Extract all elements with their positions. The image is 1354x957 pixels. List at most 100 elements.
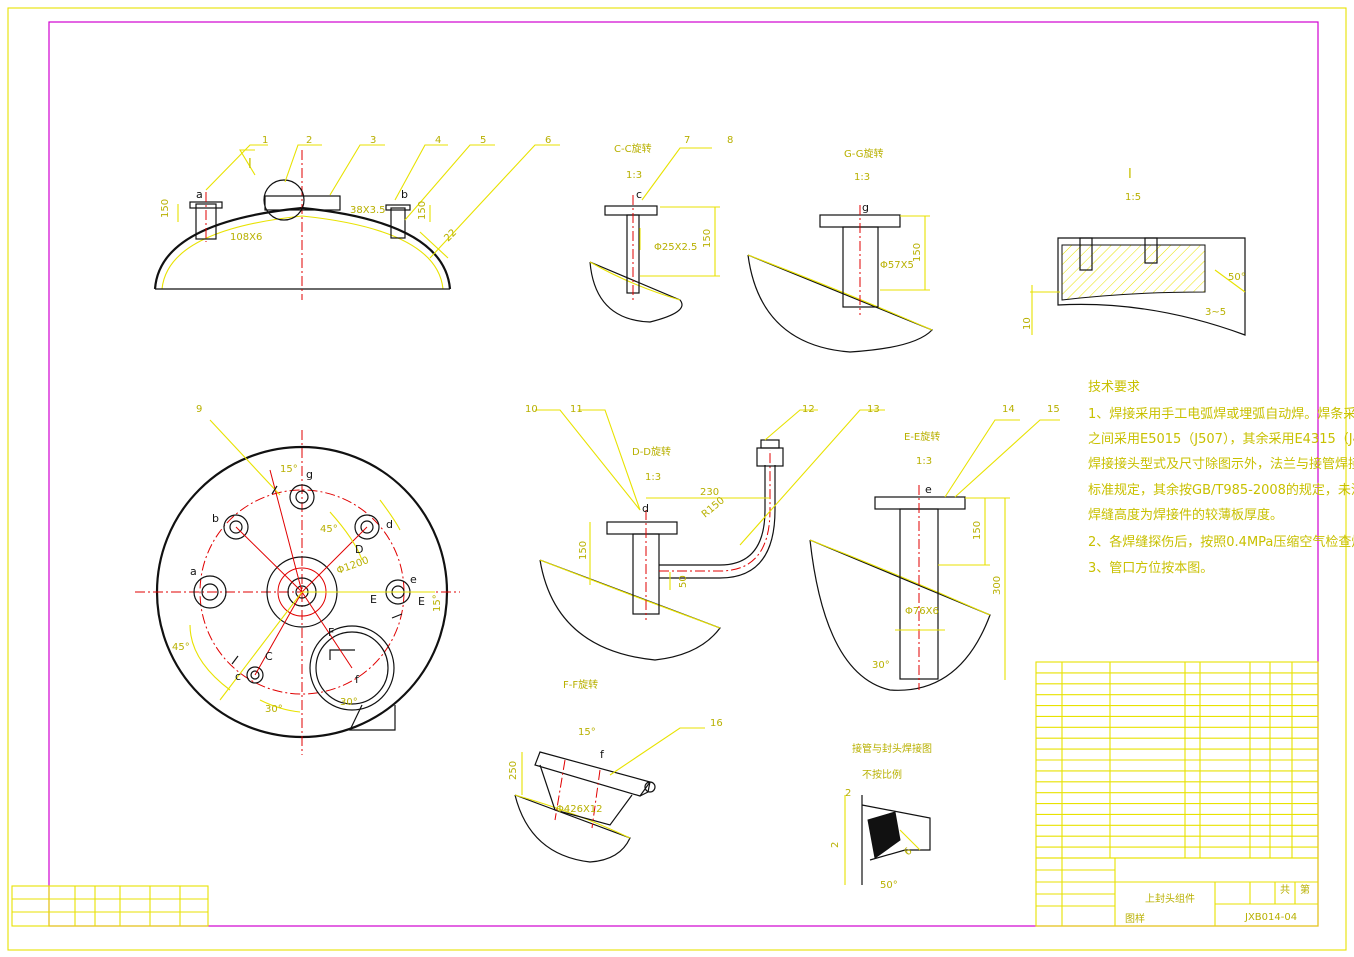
tech-requirements: 技术要求 1、焊接采用手工电弧焊或埋弧自动焊。焊条采用：Q345R 之间采用E5… xyxy=(1088,380,1354,576)
leader-11: 11 xyxy=(570,404,583,415)
ee-scale: 1:3 xyxy=(916,456,932,467)
cc-dim: 150 xyxy=(702,229,713,248)
dd-dim-50: 50 xyxy=(678,575,689,588)
cc-letter: c xyxy=(636,188,642,201)
nozzle-b xyxy=(223,514,249,540)
detail-mark-i: I xyxy=(248,157,252,172)
plan-sec-e: E xyxy=(370,593,377,606)
nozzle-a xyxy=(193,575,227,609)
cc-dia: Φ25X2.5 xyxy=(654,242,697,253)
detail-i xyxy=(1030,237,1246,336)
tech-line-7: 3、管口方位按本图。 xyxy=(1088,560,1213,576)
ff-title: F-F旋转 xyxy=(563,678,598,691)
leader-3: 3 xyxy=(370,135,376,146)
plan-letter-e: e xyxy=(410,573,417,586)
tech-line-4: 标准规定，其余按GB/T985-2008的规定，未注明的角 xyxy=(1088,482,1354,498)
gg-dim: 150 xyxy=(912,243,923,262)
leader-13: 13 xyxy=(867,404,880,415)
detail-i-angle: 50° xyxy=(1228,272,1246,283)
plan-letter-a: a xyxy=(190,565,197,578)
gg-letter: g xyxy=(862,201,869,214)
plan-sec-f: F xyxy=(328,626,334,639)
weld-detail xyxy=(844,795,931,885)
plan-ang-30b: 30° xyxy=(340,697,358,708)
ee-letter: e xyxy=(925,483,932,496)
plan-sec-c: C xyxy=(265,650,273,663)
ee-dia: Φ76X6 xyxy=(905,606,939,617)
company-label: 图样 xyxy=(1125,912,1145,925)
leader-5: 5 xyxy=(480,135,486,146)
cc-scale: 1:3 xyxy=(626,170,642,181)
ee-title: E-E旋转 xyxy=(904,430,940,443)
outer-frame xyxy=(7,7,1347,951)
section-dd xyxy=(535,409,885,661)
leader-8: 8 xyxy=(727,135,733,146)
nozzle-c xyxy=(246,666,264,684)
leader-2: 2 xyxy=(306,135,312,146)
weld-angle: 50° xyxy=(880,880,898,891)
weld-dim-2b: 2 xyxy=(830,842,841,848)
dd-title: D-D旋转 xyxy=(632,445,671,458)
weight-label: 共 xyxy=(1280,884,1290,896)
weld-dim-2a: 2 xyxy=(845,788,851,799)
tech-title: 技术要求 xyxy=(1088,380,1140,395)
dim-150-b: 150 xyxy=(417,201,428,220)
leader-4: 4 xyxy=(435,135,441,146)
dd-dim-230: 230 xyxy=(700,487,719,498)
sheet-label: 第 xyxy=(1300,883,1310,896)
plan-dia-1200: Φ1200 xyxy=(335,555,370,577)
dd-dim-150: 150 xyxy=(578,541,589,560)
section-ff xyxy=(514,727,705,863)
ff-dia: Φ426X12 xyxy=(556,804,603,815)
main-elevation-view xyxy=(153,144,560,300)
plan-ang-45b: 45° xyxy=(172,642,190,653)
dd-scale: 1:3 xyxy=(645,472,661,483)
ff-angle: 15° xyxy=(578,727,596,738)
dd-letter: d xyxy=(642,502,649,515)
dim-150-a: 150 xyxy=(160,199,171,218)
plan-ang-45a: 45° xyxy=(320,524,338,535)
section-gg xyxy=(747,205,934,353)
section-cc xyxy=(589,147,720,323)
tech-line-3: 焊接接头型式及尺寸除图示外，法兰与接管焊接接头的型 xyxy=(1088,456,1354,472)
revision-block xyxy=(11,885,209,927)
leader-15: 15 xyxy=(1047,404,1060,415)
leader-1: 1 xyxy=(262,135,268,146)
ff-letter: f xyxy=(600,748,605,761)
section-ee xyxy=(809,419,1060,691)
drawing-name: 上封头组件 xyxy=(1145,892,1195,905)
leader-9: 9 xyxy=(196,404,202,415)
plan-letter-g: g xyxy=(306,468,313,481)
plan-letter-f: f xyxy=(355,673,360,686)
plan-ang-15a: 15° xyxy=(280,464,298,475)
gg-title: G-G旋转 xyxy=(844,147,883,160)
weld-subtitle: 不按比例 xyxy=(862,768,902,781)
detail-i-scale: 1:5 xyxy=(1125,192,1141,203)
inner-border xyxy=(48,21,1319,927)
ee-dim-300: 300 xyxy=(992,576,1003,595)
leader-14: 14 xyxy=(1002,404,1015,415)
parts-list-table xyxy=(1035,661,1319,859)
weld-title: 接管与封头焊接图 xyxy=(852,742,932,755)
tech-line-6: 2、各焊缝探伤后，按照0.4MPa压缩空气检查焊缝质量。 xyxy=(1088,534,1354,550)
plan-letter-c: c xyxy=(235,670,241,683)
tech-line-2: 之间采用E5015（J507），其余采用E4315（J427）。 xyxy=(1088,431,1354,447)
tech-line-5: 焊缝高度为焊接件的较薄板厚度。 xyxy=(1088,507,1283,523)
plan-sec-d: D xyxy=(355,543,363,556)
dim-38x35: 38X3.5 xyxy=(350,205,385,216)
drawing-number: JXB014-04 xyxy=(1244,912,1297,923)
plan-sec-e2: E xyxy=(418,595,425,608)
nozzle-g xyxy=(289,484,315,510)
title-block: 上封头组件 JXB014-04 共 第 图样 xyxy=(1035,857,1319,927)
leader-12: 12 xyxy=(802,404,815,415)
dim-108x6: 108X6 xyxy=(230,232,262,243)
cc-title: C-C旋转 xyxy=(614,142,652,155)
detail-i-dim-small: 3~5 xyxy=(1205,307,1226,318)
main-letter-b: b xyxy=(401,188,408,201)
leader-7: 7 xyxy=(684,135,690,146)
plan-ang-30a: 30° xyxy=(265,704,283,715)
main-letter-a: a xyxy=(196,188,203,201)
ee-angle: 30° xyxy=(872,660,890,671)
leader-10: 10 xyxy=(525,404,538,415)
